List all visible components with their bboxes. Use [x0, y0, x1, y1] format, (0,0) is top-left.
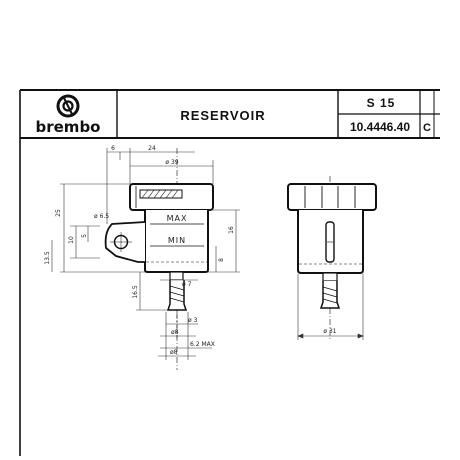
dim-dia-3: ø 3 [188, 317, 198, 324]
min-mark: MIN [168, 236, 186, 245]
brembo-logo-mark [56, 94, 80, 118]
part-number: 10.4446.40 [350, 120, 410, 134]
dim-16-5: 16.5 [132, 285, 139, 299]
dim-dia-7: ø 7 [182, 281, 192, 288]
dim-dia-39: ø 39 [165, 159, 178, 166]
max-mark: MAX [167, 214, 188, 223]
drawing-title: RESERVOIR [180, 108, 265, 123]
dim-left-25: 25 [55, 209, 62, 217]
dim-dia-8-upper: ø8 [171, 329, 179, 336]
side-view [104, 148, 214, 370]
front-cap [287, 183, 377, 211]
dim-top-6: 6 [111, 145, 115, 152]
dim-6-2-max: 6.2 MAX [190, 341, 215, 348]
title-block [19, 89, 440, 456]
dim-dia-31: ø 31 [323, 328, 336, 335]
brembo-wordmark: brembo [36, 118, 101, 136]
brembo-logo: brembo [36, 94, 101, 136]
revision-letter: C [423, 122, 431, 134]
front-spigot [319, 281, 341, 309]
front-view [287, 176, 377, 340]
dim-left-10: 10 [68, 236, 75, 244]
sheet-code: S 15 [367, 96, 396, 110]
dim-left-13-5: 13.5 [44, 251, 51, 265]
dim-hole: ø 6.5 [94, 213, 109, 220]
side-view-labels: 6 24 ø 39 25 13.5 10 5 ø 6.5 MAX MIN 16 … [44, 145, 235, 356]
dim-right-16: 16 [228, 226, 235, 234]
front-view-dimensions [297, 274, 364, 340]
dim-right-8: 8 [218, 258, 225, 262]
dim-left-5: 5 [81, 234, 88, 238]
side-view-dimensions [51, 148, 240, 360]
dim-top-24: 24 [148, 145, 156, 152]
dim-dia-8-lower: ø8 [170, 349, 178, 356]
